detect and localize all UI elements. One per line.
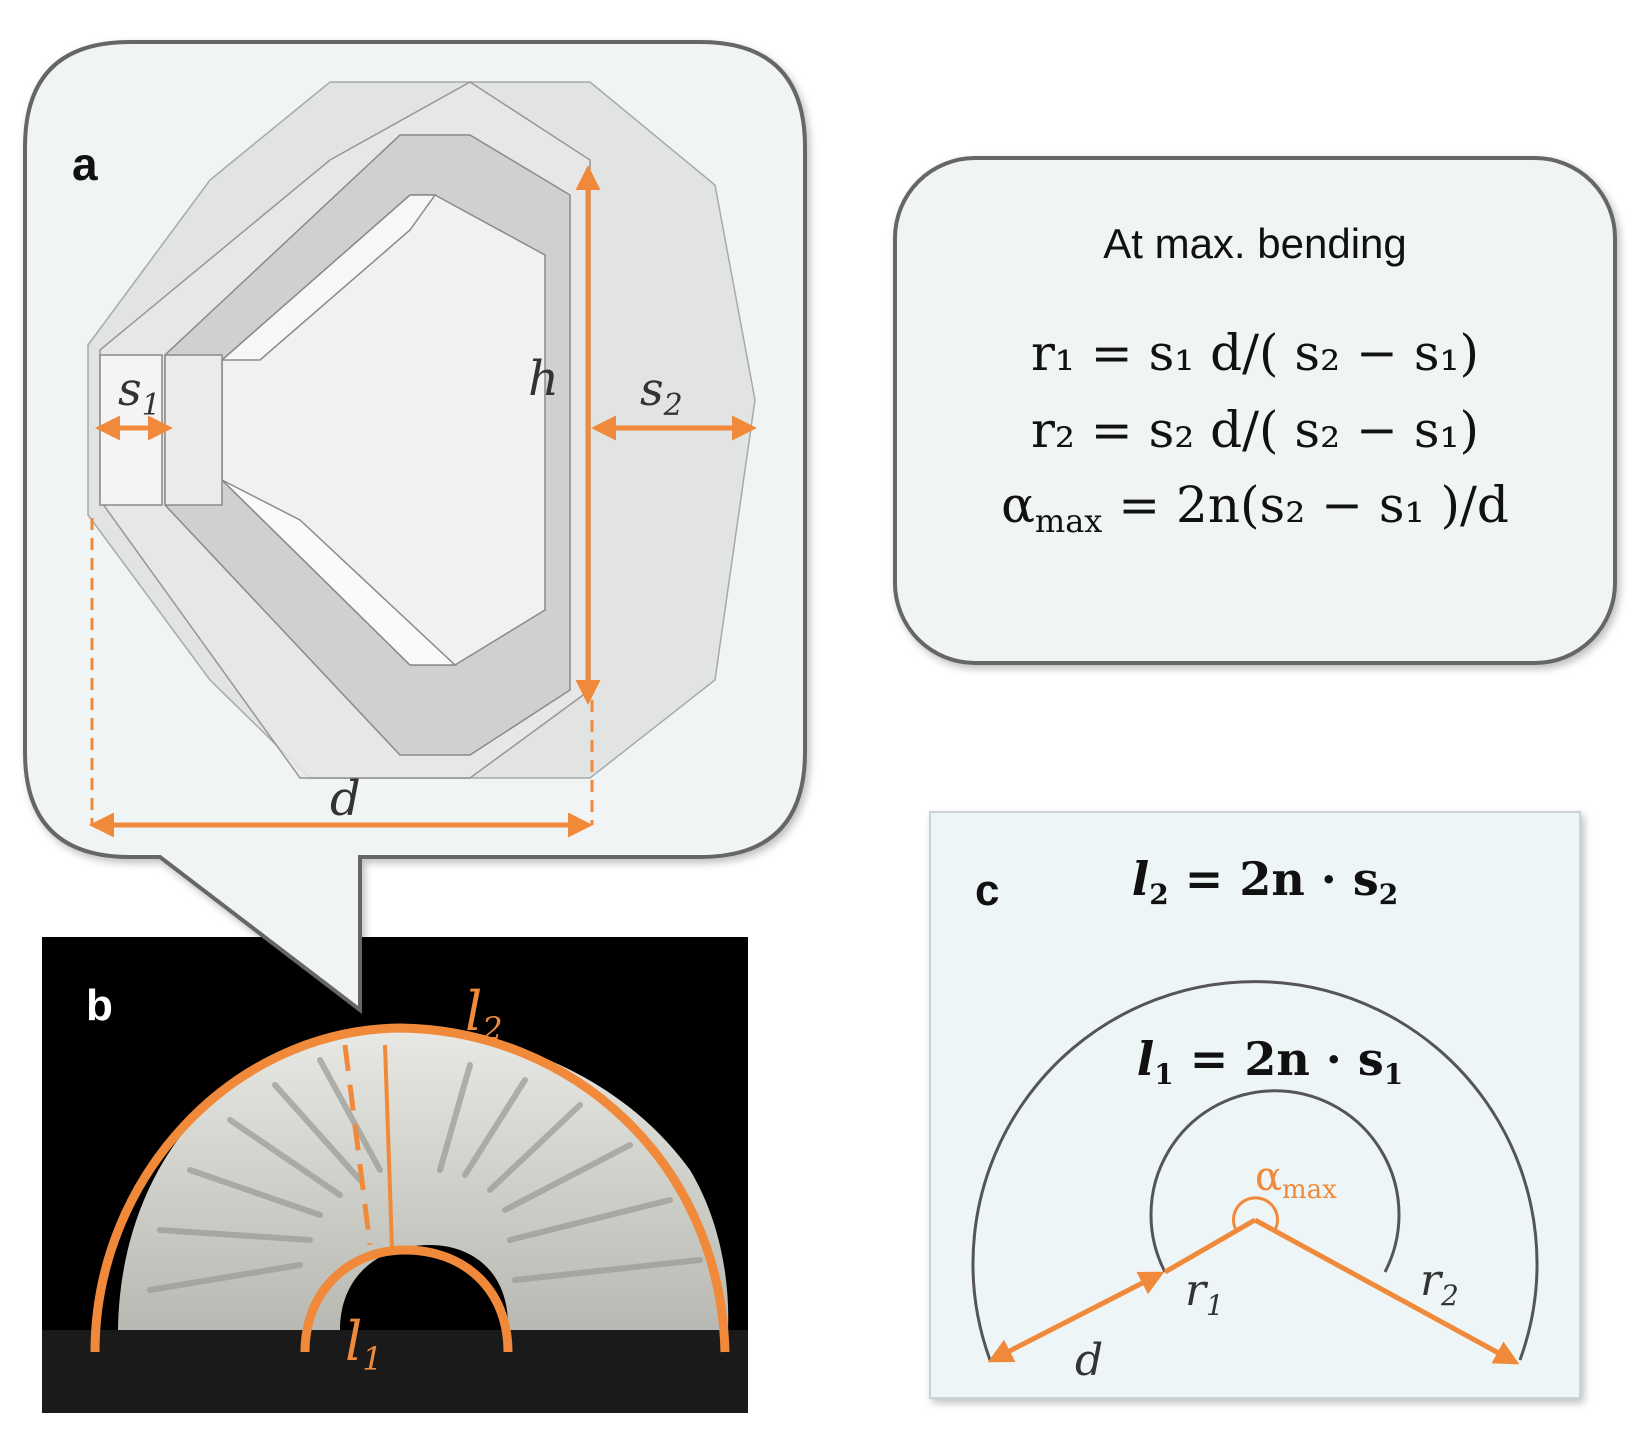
dim-s2-label: s2 xyxy=(640,362,683,423)
formula-alpha-max: αmax = 2n(s₂ − s₁ )/d xyxy=(1001,476,1509,540)
outer-arc xyxy=(971,980,1539,1361)
dim-d-label: d xyxy=(330,771,361,827)
panel-b: b l2 l1 xyxy=(42,937,748,1413)
ray-r1 xyxy=(1163,1217,1257,1275)
panel-a: h s2 s1 d a xyxy=(23,40,807,1015)
inner-arc xyxy=(1149,1089,1401,1273)
d-label: d xyxy=(1075,1335,1103,1386)
formula-r2: r₂ = s₂ d/( s₂ − s₁) xyxy=(1031,401,1479,459)
ray-r2 xyxy=(1253,1217,1520,1365)
alpha-max-label: αmax xyxy=(1255,1154,1337,1205)
inner-arc-equation: l1 = 2n · s1 xyxy=(1137,1032,1403,1091)
alpha-angle-arc xyxy=(1232,1196,1279,1231)
formula-box: At max. bending r₁ = s₁ d/( s₂ − s₁) r₂ … xyxy=(893,156,1617,665)
panel-a-label: a xyxy=(72,138,98,190)
panel-b-label: b xyxy=(86,981,113,1030)
r1-label: r1 xyxy=(1185,1265,1224,1322)
formula-r1: r₁ = s₁ d/( s₂ − s₁) xyxy=(1031,324,1479,382)
section-line-solid xyxy=(383,1044,394,1249)
formula-box-frame xyxy=(893,156,1617,665)
panel-c: c l2 = 2n · s2 l1 = 2n · s1 αmax r1 r2 d xyxy=(929,811,1581,1399)
dim-s1-label: s1 xyxy=(118,362,161,423)
outer-arc-l2 xyxy=(90,1023,730,1353)
l1-label: l1 xyxy=(345,1310,383,1378)
l2-label: l2 xyxy=(465,980,503,1048)
section-line-dashed xyxy=(342,1044,373,1246)
outer-arc-equation: l2 = 2n · s2 xyxy=(1132,852,1398,911)
panel-c-label: c xyxy=(975,866,999,915)
left-slab-2 xyxy=(164,354,223,506)
ray-d xyxy=(987,1271,1165,1363)
formula-title: At max. bending xyxy=(1103,220,1407,267)
inner-arc-l1 xyxy=(300,1245,513,1353)
actuator-ridges xyxy=(147,1057,703,1293)
highlight-facet-top xyxy=(220,194,437,361)
ground xyxy=(42,1330,748,1413)
r2-label: r2 xyxy=(1420,1255,1459,1312)
highlight-facet-bottom xyxy=(221,479,457,666)
dim-h-label: h xyxy=(528,351,559,407)
actuator-body xyxy=(118,1028,729,1330)
